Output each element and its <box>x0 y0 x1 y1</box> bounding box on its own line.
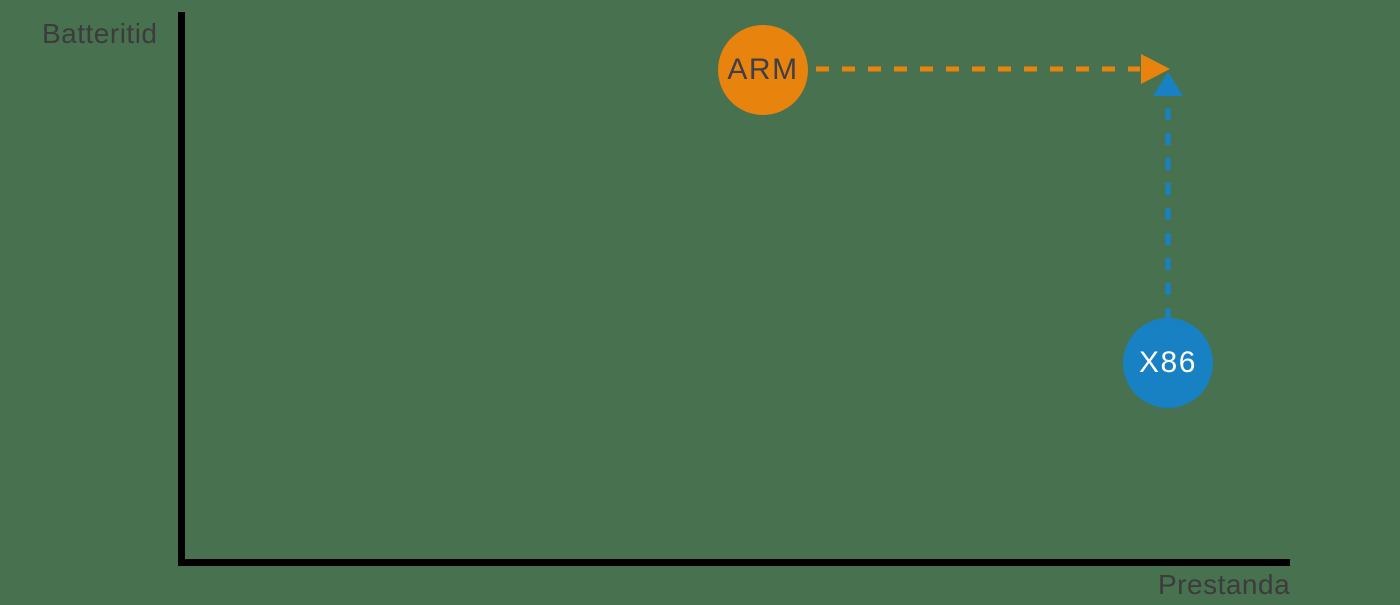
x86-arrowhead-up-icon <box>1153 72 1183 96</box>
y-axis-line <box>178 12 185 566</box>
x86-node-label: X86 <box>1139 346 1197 379</box>
x-axis-line <box>178 559 1290 566</box>
x86-node: X86 <box>1123 318 1213 408</box>
arm-node-label: ARM <box>727 53 799 86</box>
arm-arrowhead-right-icon <box>1141 54 1170 84</box>
y-axis-label: Batteritid <box>42 18 158 49</box>
arm-node: ARM <box>718 25 808 115</box>
x-axis-label: Prestanda <box>1158 569 1291 600</box>
